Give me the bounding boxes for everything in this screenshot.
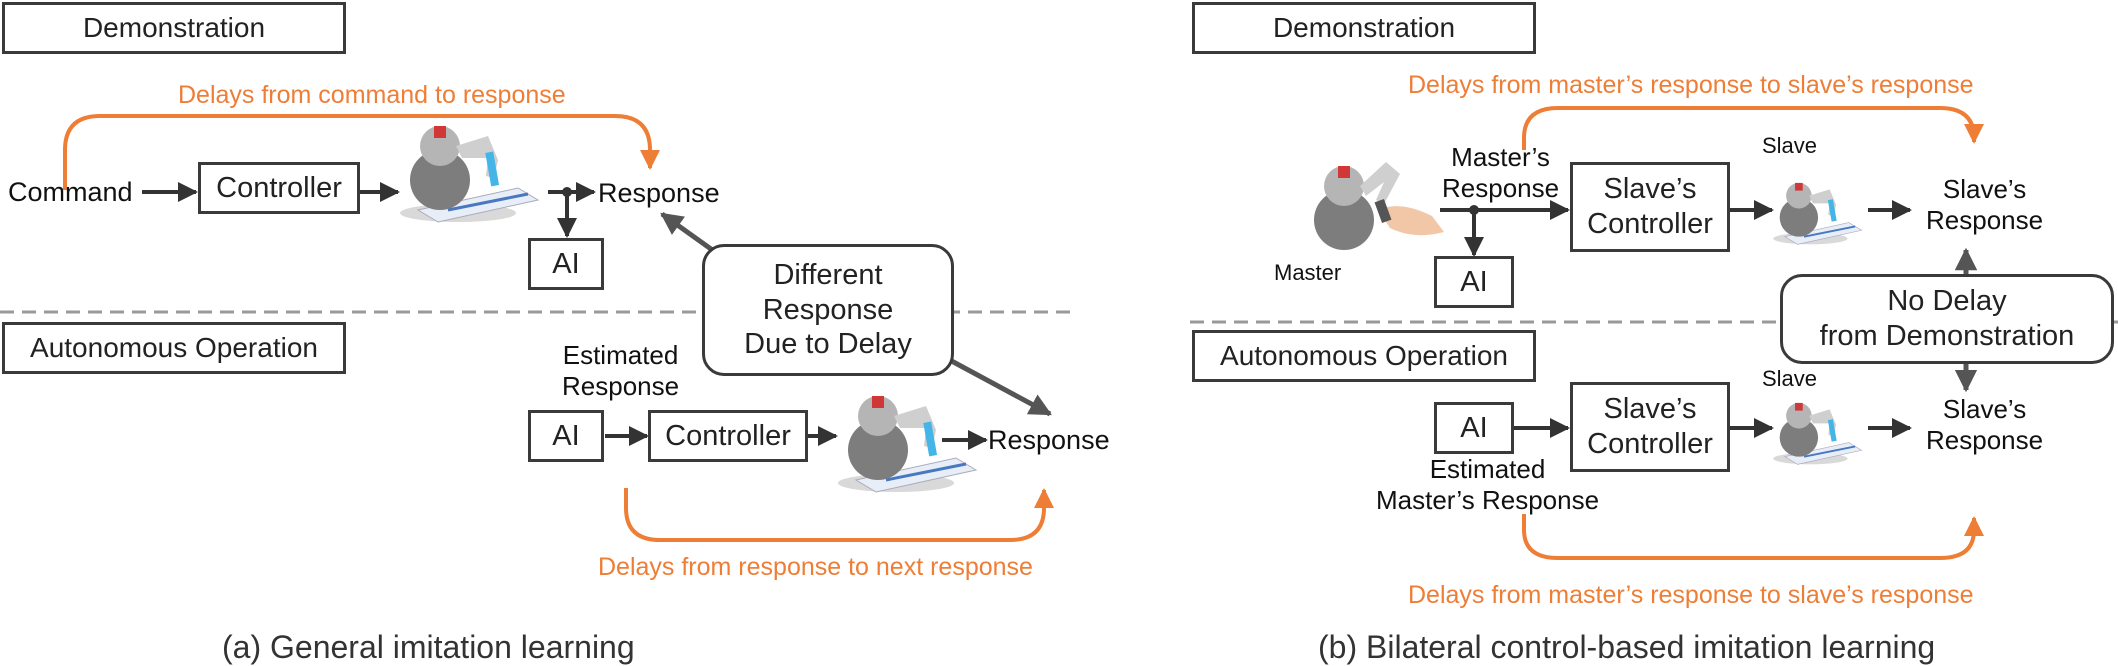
- ai-box-b-bottom: AI: [1434, 402, 1514, 454]
- master-label: Master: [1274, 260, 1342, 285]
- delay-arc-a-top: [63, 114, 660, 190]
- slave-label-bottom: Slave: [1762, 366, 1818, 391]
- ai-box-a-bottom: AI: [528, 410, 604, 462]
- slave-label-top: Slave: [1762, 133, 1818, 158]
- response-label-a-bottom: Response: [988, 425, 1110, 455]
- haptic-robot-icon: [1773, 182, 1863, 245]
- demonstration-label-b: Demonstration: [1192, 2, 1536, 54]
- haptic-robot-icon: [1773, 402, 1863, 465]
- caption-a: (a) General imitation learning: [222, 629, 635, 665]
- delay-arc-b-top: [1522, 106, 1984, 150]
- response-label-a-top: Response: [598, 178, 720, 208]
- ai-box-a-top: AI: [528, 238, 604, 290]
- delay-label-b-bottom: Delays from master’s response to slave’s…: [1408, 581, 1974, 609]
- haptic-robot-icon: [838, 396, 978, 493]
- diff-arrow-down: [944, 355, 1052, 417]
- demonstration-label-a: Demonstration: [2, 2, 346, 54]
- delay-arc-a-bottom: [624, 488, 1054, 542]
- diff-arrow-up: [660, 211, 720, 257]
- delay-label-a-bottom: Delays from response to next response: [598, 553, 1033, 581]
- delay-label-b-top: Delays from master’s response to slave’s…: [1408, 71, 1974, 99]
- controller-box-a-bottom: Controller: [648, 410, 808, 462]
- caption-b: (b) Bilateral control-based imitation le…: [1318, 629, 1936, 665]
- haptic-robot-icon: [400, 126, 540, 223]
- autonomous-operation-label-a: Autonomous Operation: [2, 322, 346, 374]
- haptic-robot-with-hand-icon: [1314, 162, 1444, 250]
- autonomous-operation-label-b: Autonomous Operation: [1192, 330, 1536, 382]
- controller-box-a-top: Controller: [198, 162, 360, 214]
- delay-label-a-top: Delays from command to response: [178, 81, 566, 109]
- ai-box-b-top: AI: [1434, 256, 1514, 308]
- command-label: Command: [8, 177, 133, 207]
- delay-arc-b-bottom: [1522, 514, 1984, 560]
